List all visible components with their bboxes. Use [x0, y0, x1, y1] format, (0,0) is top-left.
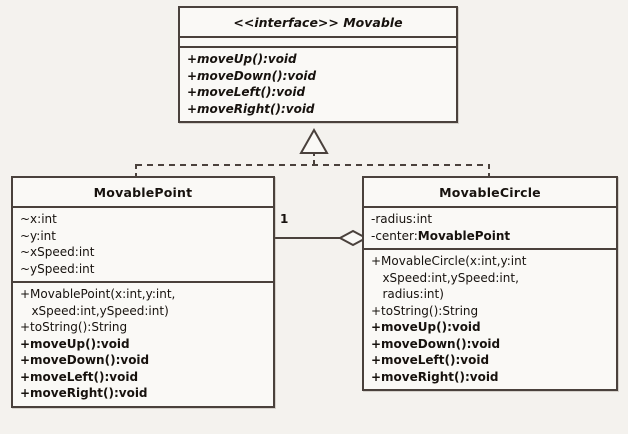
- movablecircle-method: +moveUp():void: [371, 320, 481, 334]
- movablecircle-method: +moveRight():void: [371, 369, 499, 384]
- movablecircle-method: xSpeed:int,ySpeed:int,: [371, 270, 519, 285]
- movablecircle-header: MovableCircle: [364, 178, 616, 206]
- movablecircle-method: +toString():String: [371, 303, 479, 318]
- movablepoint-attribute: ~ySpeed:int: [20, 261, 95, 276]
- movablepoint-method: +moveDown():void: [20, 353, 150, 367]
- movablepoint-attribute: ~x:int: [20, 212, 57, 226]
- movablepoint-method: +moveUp():void: [20, 336, 130, 351]
- movablecircle-attributes-compartment: -radius:int -center:MovablePoint: [364, 206, 616, 248]
- interface-method: +moveUp():void: [187, 52, 297, 66]
- movablepoint-method: +MovablePoint(x:int,y:int,: [20, 287, 176, 301]
- realization-connector: [135, 127, 490, 177]
- interface-header: <<interface>> Movable: [180, 8, 456, 36]
- aggregation-connector: [275, 229, 369, 247]
- movablepoint-method: +moveRight():void: [20, 386, 148, 400]
- movablecircle-name-label: MovableCircle: [439, 185, 541, 200]
- movablecircle-method: +moveDown():void: [371, 336, 501, 351]
- interface-method: +moveDown():void: [187, 68, 317, 83]
- interface-box-movable[interactable]: <<interface>> Movable +moveUp():void +mo…: [178, 6, 458, 123]
- class-box-movablepoint[interactable]: MovablePoint ~x:int ~y:int ~xSpeed:int ~…: [11, 176, 275, 408]
- class-box-movablecircle[interactable]: MovableCircle -radius:int -center:Movabl…: [362, 176, 618, 391]
- movablecircle-method: radius:int): [371, 287, 444, 301]
- interface-name-label: <<interface>> Movable: [233, 15, 403, 30]
- movablepoint-attribute: ~y:int: [20, 228, 56, 243]
- interface-method: +moveRight():void: [187, 101, 315, 116]
- movablecircle-attribute: -center:MovablePoint: [371, 228, 609, 245]
- movablepoint-name-label: MovablePoint: [93, 185, 193, 200]
- movablepoint-attributes-compartment: ~x:int ~y:int ~xSpeed:int ~ySpeed:int: [13, 206, 273, 281]
- movablecircle-attribute-prefix: -center:: [371, 228, 418, 243]
- interface-method: +moveLeft():void: [187, 85, 306, 99]
- movablepoint-header: MovablePoint: [13, 178, 273, 206]
- movablecircle-attribute-type: MovablePoint: [417, 228, 511, 243]
- movablecircle-methods-compartment: +MovableCircle(x:int,y:int xSpeed:int,yS…: [364, 248, 616, 389]
- movablepoint-attribute: ~xSpeed:int: [20, 245, 95, 259]
- aggregation-multiplicity-label: 1: [280, 212, 289, 226]
- movablepoint-method: xSpeed:int,ySpeed:int): [20, 303, 169, 318]
- movablecircle-method: +MovableCircle(x:int,y:int: [371, 254, 527, 268]
- movablecircle-attribute: -radius:int: [371, 212, 433, 226]
- interface-attributes-compartment: [180, 36, 456, 46]
- movablepoint-methods-compartment: +MovablePoint(x:int,y:int, xSpeed:int,yS…: [13, 281, 273, 406]
- movablecircle-method: +moveLeft():void: [371, 353, 490, 367]
- movablepoint-method: +toString():String: [20, 320, 128, 334]
- movablepoint-method: +moveLeft():void: [20, 369, 139, 384]
- interface-methods-compartment: +moveUp():void +moveDown():void +moveLef…: [180, 46, 456, 121]
- realization-hollow-triangle: [299, 127, 329, 154]
